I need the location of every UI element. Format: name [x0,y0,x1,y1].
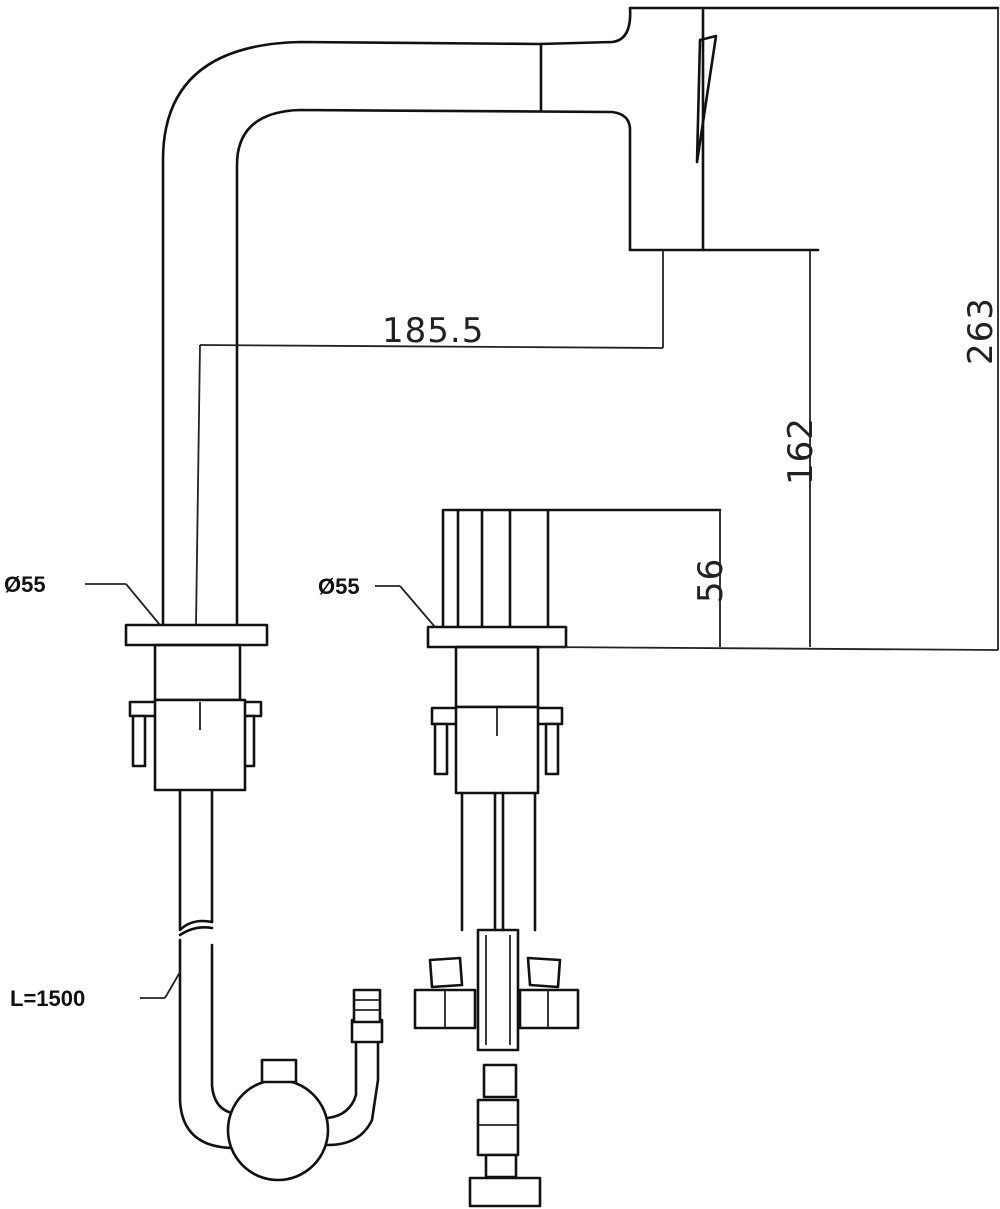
reach-dimension: 185.5 [382,311,484,351]
left-base-assembly [124,623,269,792]
right-base-assembly [413,645,580,1208]
left-base-diameter-label: Ø55 [4,572,46,597]
handle-height-dimension: 56 [691,558,731,603]
pull-out-hose [140,788,240,1150]
spout-body [161,6,1000,627]
mixer-handle [426,508,722,649]
hose-weight [226,988,384,1182]
hose-length-label: L=1500 [10,986,85,1011]
dimension-lines [85,8,999,651]
total-height-dimension: 263 [961,297,1000,365]
right-base-diameter-label: Ø55 [318,574,360,599]
spout-height-dimension: 162 [781,417,821,485]
